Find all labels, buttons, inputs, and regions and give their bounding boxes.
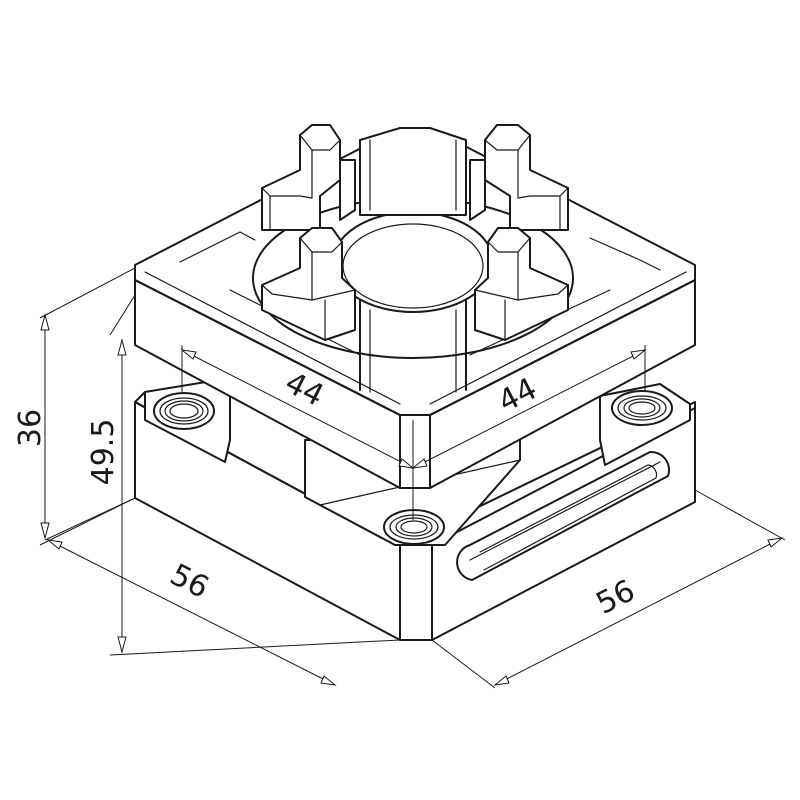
left-bolt-hole <box>153 392 215 430</box>
dim-line-44-right <box>412 349 646 469</box>
front-bolt-hole <box>383 509 445 545</box>
right-bolt-hole <box>611 390 673 426</box>
dimension-lines <box>39 267 786 689</box>
clamp-jaw-back-left <box>261 124 356 231</box>
dim-label-36: 36 <box>13 409 48 447</box>
dim-line-44-left <box>181 349 414 469</box>
clamp-jaw-front-right <box>474 227 569 341</box>
clamp-jaw-front-left <box>261 227 356 341</box>
dim-label-49-5: 49.5 <box>86 419 121 486</box>
dim-label-56-left: 56 <box>164 557 214 606</box>
clamp-jaw-back-right <box>469 124 569 231</box>
dim-line-56-right <box>494 537 783 686</box>
dim-line-56-left <box>47 539 336 686</box>
